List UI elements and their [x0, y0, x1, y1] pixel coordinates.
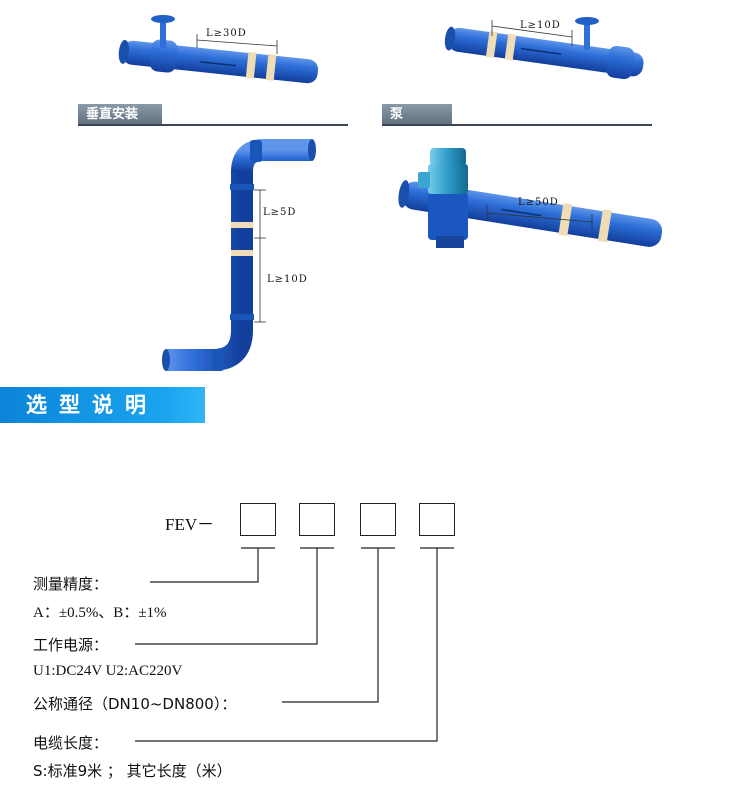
power-options: U1:DC24V U2:AC220V [33, 663, 183, 679]
accuracy-options: A：±0.5%、B：±1% [33, 605, 167, 621]
pump-heading: 泵 [382, 104, 452, 126]
code-box-diameter [360, 503, 396, 536]
valve-upstream-dimension: L≥10D [520, 20, 561, 31]
code-box-power [299, 503, 335, 536]
cable-length-options: S:标准9米 ； 其它长度（米） [33, 762, 232, 780]
valve-downstream-dimension: L≥30D [206, 28, 247, 39]
vertical-installation-diagram [162, 139, 316, 371]
diameter-label: 公称通径（DN10~DN800）： [33, 695, 237, 713]
code-box-accuracy [240, 503, 276, 536]
pump-heading-rule [382, 124, 652, 126]
valve-upstream-diagram [444, 17, 644, 80]
pump-installation-diagram [398, 148, 663, 248]
vertical-upper-dimension: L≥5D [263, 207, 297, 218]
cable-length-label: 电缆长度： [33, 734, 109, 752]
valve-downstream-diagram [118, 15, 319, 84]
power-label: 工作电源： [33, 636, 109, 654]
code-box-cable [419, 503, 455, 536]
vertical-lower-dimension: L≥10D [267, 274, 308, 285]
vertical-installation-heading: 垂直安装 [78, 104, 162, 126]
pump-dimension: L≥50D [518, 197, 559, 208]
accuracy-label: 测量精度： [33, 575, 109, 593]
selection-banner-title: 选型说明 [26, 393, 158, 417]
code-leader-lines [135, 547, 454, 742]
model-prefix: FEV－ [165, 515, 215, 534]
vertical-heading-rule [78, 124, 348, 126]
selection-banner: 选型说明 [0, 387, 205, 423]
